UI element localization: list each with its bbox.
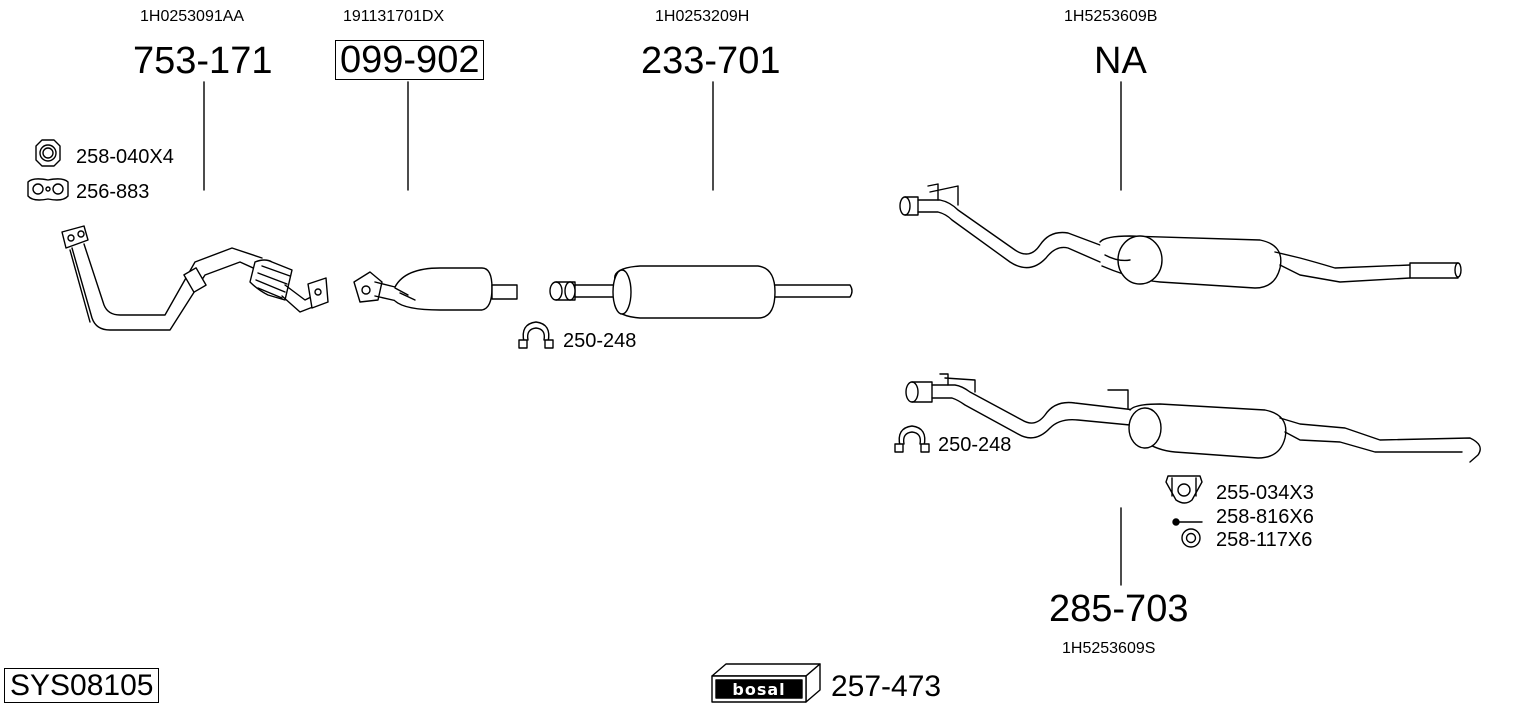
part-number-middle-silencer[interactable]: 233-701 bbox=[641, 40, 781, 82]
rear-silencer-drawing bbox=[905, 373, 1481, 463]
label-clamp-middle[interactable]: 250-248 bbox=[563, 330, 637, 352]
nut-icon bbox=[35, 139, 61, 167]
label-bolt[interactable]: 258-816X6 bbox=[1216, 506, 1314, 528]
oem-number-catalyst: 191131701DX bbox=[343, 8, 445, 25]
label-nut[interactable]: 258-040X4 bbox=[76, 146, 174, 168]
part-number-front-pipe[interactable]: 753-171 bbox=[133, 40, 273, 82]
oem-number-rear-silencer: 1H5253609S bbox=[1062, 640, 1156, 657]
bosal-logo-text: bosal bbox=[732, 680, 785, 699]
bolt-icon bbox=[1172, 518, 1203, 526]
clamp-icon-middle bbox=[518, 321, 554, 349]
gasket-icon bbox=[27, 178, 69, 201]
label-gasket[interactable]: 256-883 bbox=[76, 181, 150, 203]
bosal-logo bbox=[711, 663, 821, 703]
label-clamp-rear[interactable]: 250-248 bbox=[938, 434, 1012, 456]
washer-icon bbox=[1181, 528, 1201, 548]
catalyst-drawing bbox=[353, 267, 518, 311]
oem-number-front-pipe: 1H0253091AA bbox=[140, 8, 245, 25]
front-pipe-drawing bbox=[61, 225, 329, 331]
system-code: SYS08105 bbox=[4, 668, 160, 703]
oem-number-middle-silencer: 1H0253209H bbox=[655, 8, 750, 25]
rear-silencer-na-drawing bbox=[899, 183, 1462, 289]
part-number-rear-silencer-na: NA bbox=[1094, 40, 1147, 82]
hanger-icon bbox=[1165, 475, 1203, 504]
kit-number[interactable]: 257-473 bbox=[831, 670, 942, 703]
label-hanger[interactable]: 255-034X3 bbox=[1216, 482, 1314, 504]
oem-number-rear-silencer-na: 1H5253609B bbox=[1064, 8, 1158, 25]
label-washer[interactable]: 258-117X6 bbox=[1216, 529, 1313, 551]
part-number-catalyst[interactable]: 099-902 bbox=[335, 40, 485, 80]
part-number-rear-silencer[interactable]: 285-703 bbox=[1049, 588, 1189, 630]
middle-silencer-drawing bbox=[549, 265, 853, 319]
clamp-icon-rear bbox=[894, 425, 930, 453]
